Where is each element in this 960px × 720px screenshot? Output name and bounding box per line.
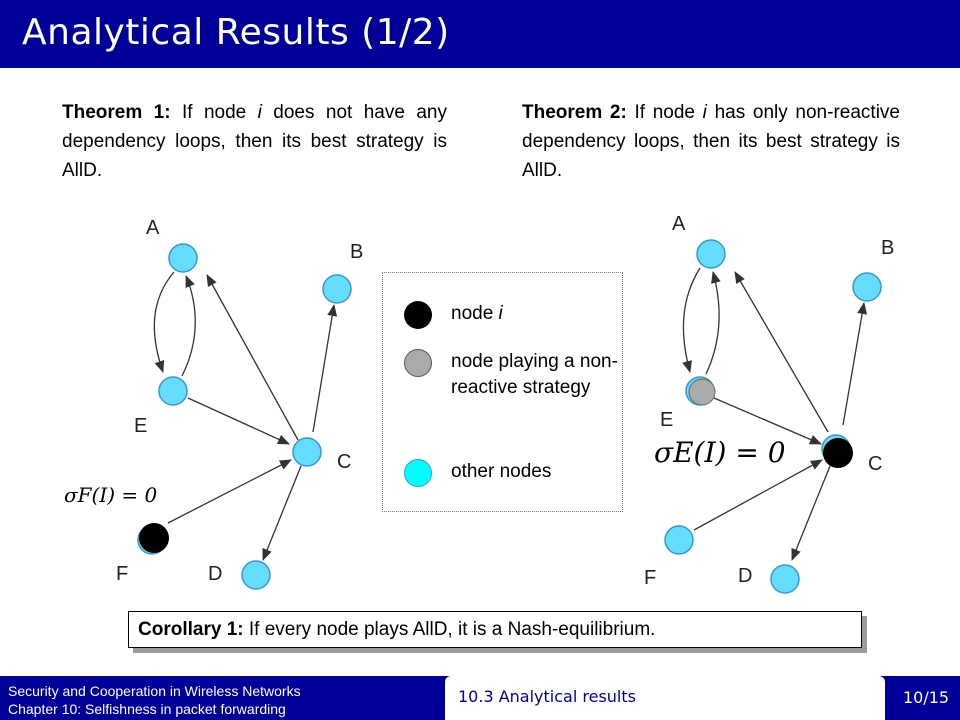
edge-e-a [181,275,196,377]
legend-non-reactive: node playing a non-reactive strategy [451,351,618,398]
label-b: B [350,241,363,263]
footer-line-1: Security and Cooperation in Wireless Net… [8,683,301,699]
legend: node i node playing a non-reactive strat… [382,272,623,512]
node2-a [696,239,726,269]
label-f: F [116,563,128,585]
label-d: D [208,563,222,585]
edge-c-a [206,274,299,441]
edge2-e-a [705,271,721,375]
graph-2: A B C D E F σE(I) = 0 [644,213,894,594]
theorem-2-var: i [702,102,707,123]
node-c [292,437,322,467]
footer-section-tab [445,676,885,720]
legend-node-i-swatch [404,301,432,329]
label2-c: C [868,453,882,475]
node2-f [664,525,694,555]
label-a: A [146,217,160,239]
node-a [168,243,198,273]
edge2-c-a [734,271,829,433]
legend-other-swatch [404,459,432,487]
title-bar [0,0,960,68]
edge-c-d [262,465,302,561]
page-number: 10/15 [903,688,950,707]
theorem-1-text-a: If node [170,102,258,123]
theorem-1-var: i [257,102,262,123]
theorem-2-label: Theorem 2: [522,102,627,123]
legend-node-i: node i [451,301,503,327]
label2-a: A [672,213,686,235]
edge-a-e [153,271,175,373]
theorem-1: Theorem 1: If node i does not have any d… [62,98,447,185]
graph-1: A B C D E F σF(I) = 0 [64,217,363,590]
theorem-1-label: Theorem 1: [62,102,171,123]
legend-other: other nodes [451,461,552,482]
node-e [158,376,188,406]
label2-d: D [738,565,752,587]
edge2-f-c [693,459,823,531]
node2-d [770,564,800,594]
node-b [322,274,352,304]
footer-section: 10.3 Analytical results [458,687,636,706]
legend-node-i-prefix: node [451,303,499,324]
edge-c-b [312,304,338,433]
label2-e: E [660,409,673,431]
corollary-box: Corollary 1: If every node plays AllD, i… [128,611,862,648]
node-f-i [139,523,169,553]
label2-b: B [881,237,894,259]
equation-sigma-f: σF(I) = 0 [64,483,158,507]
legend-non-reactive-swatch [404,349,432,377]
theorem-2: Theorem 2: If node i has only non-reacti… [522,98,900,185]
label-c: C [337,451,351,473]
node2-c-i [823,438,853,468]
node2-b [852,272,882,302]
edge2-a-e [682,267,701,373]
equation-sigma-e: σE(I) = 0 [654,436,786,469]
node-d [241,560,271,590]
edge2-e-c [713,397,822,445]
edge2-c-b [842,302,868,426]
corollary-text: If every node plays AllD, it is a Nash-e… [243,619,656,640]
label-e: E [134,415,147,437]
footer-line-2: Chapter 10: Selfishness in packet forwar… [8,701,286,717]
footer-course: Security and Cooperation in Wireless Net… [8,682,301,718]
edge2-c-d [791,465,831,561]
theorem-2-text-b: has only non-reactive dependency loops, … [522,102,900,181]
theorem-1-text-b: does not have any dependency loops, then… [62,102,447,181]
label2-f: F [644,567,656,589]
edge-f-c [167,459,292,524]
theorem-2-text-a: If node [626,102,703,123]
legend-node-i-var: i [498,303,503,324]
slide-title: Analytical Results (1/2) [22,12,450,53]
corollary-label: Corollary 1: [138,619,244,640]
node2-e-nonreactive [688,378,716,406]
edge-e-c [187,397,290,445]
